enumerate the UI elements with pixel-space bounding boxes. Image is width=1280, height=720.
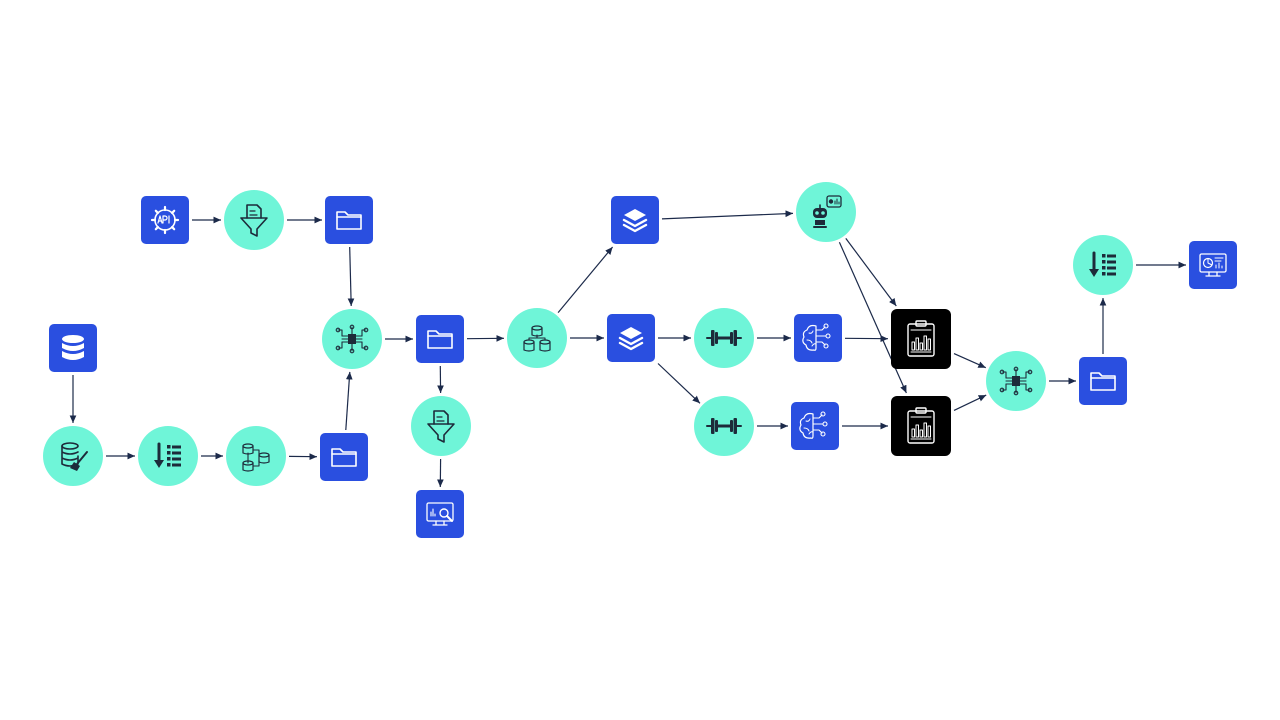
- database-network-icon: [242, 443, 270, 472]
- node-folder-top[interactable]: [325, 196, 373, 244]
- edge-db-cluster-to-layers-top: [557, 246, 614, 313]
- node-report-b[interactable]: [891, 396, 951, 456]
- chip-icon: [335, 324, 369, 354]
- layers-icon: [622, 209, 648, 233]
- doc-filter-top-circle: [224, 190, 284, 250]
- model-a-tile: [794, 314, 842, 362]
- clipboard-chart-icon: [907, 407, 935, 444]
- dumbbell-icon: [706, 418, 742, 434]
- folder-icon: [427, 330, 453, 349]
- node-folder-bottom-left[interactable]: [320, 433, 368, 481]
- node-train-b[interactable]: [694, 396, 754, 456]
- edge-report-a-to-chip-merge-2: [953, 353, 987, 369]
- clipboard-chart-icon: [907, 320, 935, 357]
- folder-icon: [1090, 372, 1116, 391]
- node-db-cluster[interactable]: [507, 308, 567, 368]
- node-layer: [43, 182, 1237, 538]
- report-b-tile: [891, 396, 951, 456]
- database-cluster-icon: [523, 325, 551, 352]
- api-gear-icon: [150, 205, 180, 235]
- report-a-tile: [891, 309, 951, 369]
- edge-layers-top-to-chatbot: [661, 210, 794, 220]
- node-folder-merged[interactable]: [416, 315, 464, 363]
- monitor-dashboard-icon: [1199, 253, 1227, 277]
- layers-icon: [618, 327, 644, 351]
- node-folder-results[interactable]: [1079, 357, 1127, 405]
- edge-report-b-to-chip-merge-2: [953, 394, 987, 411]
- doc-filter-mid-circle: [411, 396, 471, 456]
- node-api-source[interactable]: [141, 196, 189, 244]
- database-brush-icon: [61, 442, 88, 471]
- edge-folder-top-to-chip-merge-1: [347, 246, 355, 307]
- folder-merged-tile: [416, 315, 464, 363]
- node-chip-merge-2[interactable]: [986, 351, 1046, 411]
- db-network-circle: [226, 426, 286, 486]
- sort-list-right-circle: [1073, 235, 1133, 295]
- node-sort-list-right[interactable]: [1073, 235, 1133, 295]
- node-database-source[interactable]: [49, 324, 97, 372]
- node-doc-filter-top[interactable]: [224, 190, 284, 250]
- sort-list-icon: [1089, 251, 1116, 277]
- dumbbell-icon: [706, 330, 742, 346]
- brain-circuit-icon: [799, 411, 828, 439]
- document-filter-icon: [240, 204, 268, 237]
- node-doc-filter-mid[interactable]: [411, 396, 471, 456]
- chip-icon: [999, 366, 1033, 396]
- folder-results-tile: [1079, 357, 1127, 405]
- folder-icon: [331, 448, 357, 467]
- node-chatbot[interactable]: [796, 182, 856, 242]
- monitor-analytics-icon: [426, 502, 454, 526]
- sort-list-left-circle: [138, 426, 198, 486]
- node-chip-merge-1[interactable]: [322, 309, 382, 369]
- node-train-a[interactable]: [694, 308, 754, 368]
- node-dashboard-monitor[interactable]: [1189, 241, 1237, 289]
- node-model-b[interactable]: [791, 402, 839, 450]
- node-db-network[interactable]: [226, 426, 286, 486]
- node-sort-list-left[interactable]: [138, 426, 198, 486]
- dashboard-monitor-tile: [1189, 241, 1237, 289]
- edge-folder-bottom-left-to-chip-merge-1: [345, 371, 353, 431]
- document-filter-icon: [427, 410, 455, 443]
- folder-bottom-left-tile: [320, 433, 368, 481]
- sort-list-icon: [154, 442, 181, 468]
- node-layers-top[interactable]: [611, 196, 659, 244]
- model-b-tile: [791, 402, 839, 450]
- node-model-a[interactable]: [794, 314, 842, 362]
- node-layers-mid[interactable]: [607, 314, 655, 362]
- node-analytics-monitor[interactable]: [416, 490, 464, 538]
- robot-chat-icon: [813, 195, 842, 228]
- database-icon: [62, 335, 84, 360]
- brain-circuit-icon: [802, 323, 831, 351]
- node-report-a[interactable]: [891, 309, 951, 369]
- node-db-clean[interactable]: [43, 426, 103, 486]
- folder-top-tile: [325, 196, 373, 244]
- db-clean-circle: [43, 426, 103, 486]
- edge-layers-mid-to-train-b: [657, 363, 701, 404]
- folder-icon: [336, 211, 362, 230]
- edge-chatbot-to-report-a: [845, 238, 897, 307]
